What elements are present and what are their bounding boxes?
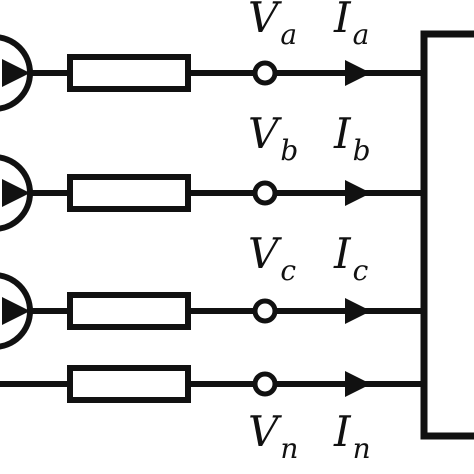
source-arrow-icon-b (2, 179, 30, 207)
voltage-label-a: Va (248, 0, 297, 51)
phase-line-b: Vb Ib (0, 109, 424, 232)
current-label-n: In (333, 407, 371, 465)
current-label-c: Ic (333, 229, 369, 287)
load-block (420, 30, 474, 440)
current-label-a: Ia (333, 0, 369, 51)
resistor-b (67, 174, 191, 212)
voltage-label-n: Vn (248, 407, 298, 465)
terminal-node-n (252, 371, 278, 397)
voltage-label-b: Vb (248, 109, 298, 167)
current-arrow-icon-n (345, 371, 371, 397)
phase-line-n: Vn In (0, 365, 424, 465)
resistor-a (67, 54, 191, 92)
phase-line-a: Va Ia (0, 0, 424, 112)
source-arrow-icon-a (2, 59, 30, 87)
voltage-label-c: Vc (248, 229, 296, 287)
source-arrow-icon-c (2, 297, 30, 325)
current-label-b: Ib (333, 109, 371, 167)
phase-line-c: Vc Ic (0, 229, 424, 350)
resistor-c (67, 292, 191, 330)
resistor-n (67, 365, 191, 403)
terminal-node-b (252, 180, 278, 206)
terminal-node-a (252, 60, 278, 86)
terminal-node-c (252, 298, 278, 324)
current-arrow-icon-a (345, 60, 371, 86)
current-arrow-icon-b (345, 180, 371, 206)
current-arrow-icon-c (345, 298, 371, 324)
